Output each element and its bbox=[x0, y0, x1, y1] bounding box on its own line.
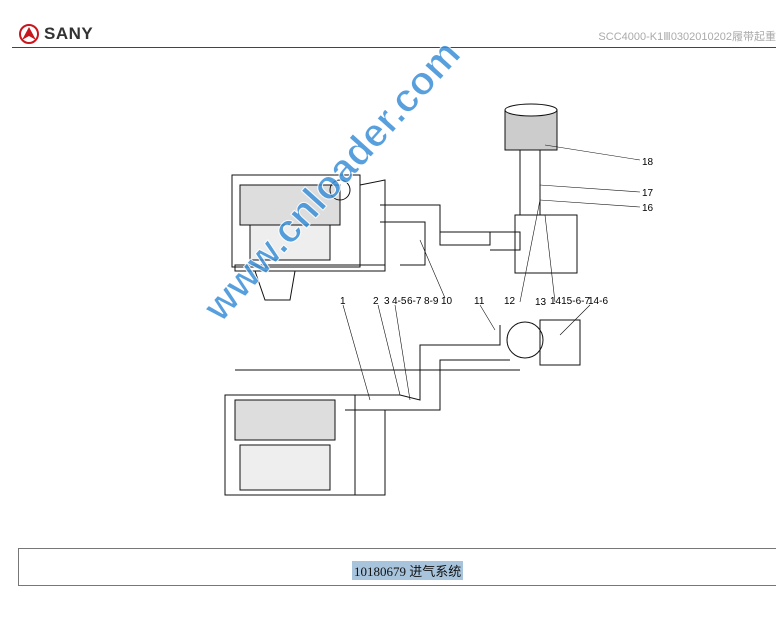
callout-3: 3 bbox=[384, 296, 390, 307]
callout-14-6: 14-6 bbox=[588, 296, 608, 307]
callout-12: 12 bbox=[504, 296, 516, 307]
callout-18: 18 bbox=[642, 157, 654, 168]
intake-pipe-bottom bbox=[235, 319, 581, 411]
leader-lines bbox=[342, 144, 641, 401]
engine-top-view bbox=[231, 174, 386, 301]
intake-pipe-top bbox=[380, 149, 578, 274]
sany-logo-icon bbox=[19, 24, 39, 44]
callout-8-9: 8-9 bbox=[424, 296, 439, 307]
precleaner bbox=[504, 103, 558, 151]
callout-4-5: 4-5 bbox=[392, 296, 407, 307]
callout-14-15-6-7: 1415-6-7 bbox=[550, 296, 590, 307]
brand-name: SANY bbox=[44, 24, 94, 43]
drawing-caption: 10180679 进气系统 bbox=[352, 561, 464, 580]
sany-logo: SANY bbox=[18, 24, 93, 44]
callout-17: 17 bbox=[642, 188, 654, 199]
callout-13: 13 bbox=[535, 297, 547, 308]
callout-10: 10 bbox=[441, 296, 453, 307]
callout-1: 1 bbox=[340, 296, 346, 307]
callout-11: 11 bbox=[474, 296, 485, 307]
document-id: SCC4000-K1Ⅲ0302010202履带起重 bbox=[598, 31, 776, 43]
callout-2: 2 bbox=[373, 296, 379, 307]
callout-16: 16 bbox=[642, 203, 654, 214]
intake-system-drawing: 18 17 16 1 2 3 4-5 6-7 8-9 10 11 12 13 1… bbox=[224, 103, 654, 496]
engine-side-view bbox=[224, 394, 386, 496]
callout-6-7: 6-7 bbox=[407, 296, 422, 307]
caption-box bbox=[18, 548, 776, 586]
header-divider bbox=[12, 47, 776, 48]
